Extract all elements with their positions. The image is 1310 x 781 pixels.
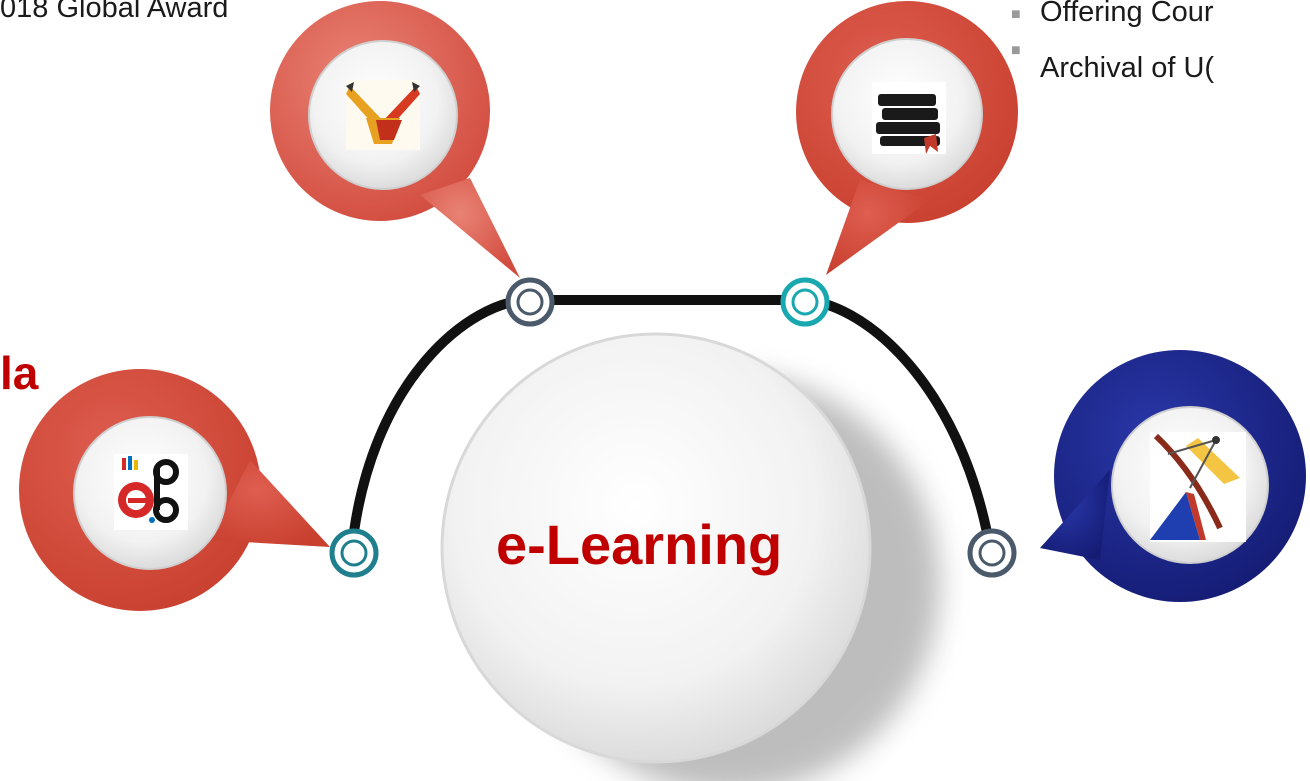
handshake-pencil-icon (346, 80, 420, 150)
list-item: Offering Cour (1040, 0, 1214, 28)
ring-node (505, 277, 555, 327)
epg-logo-icon (114, 454, 188, 530)
ring-node (780, 277, 830, 327)
list-item: Archival of U( (1040, 52, 1215, 84)
center-circle (440, 332, 872, 764)
connector-arc (347, 295, 995, 553)
bullet-1: ■ (1011, 6, 1021, 23)
ring-node (967, 528, 1017, 578)
award-text: 018 Global Award (0, 0, 229, 24)
center-title: e-Learning (496, 513, 783, 576)
ring-node (329, 528, 379, 578)
section-heading: la (0, 347, 39, 399)
satellite-dish-icon (1150, 432, 1246, 542)
books-icon (872, 82, 946, 154)
bullet-2: ■ (1011, 42, 1021, 59)
